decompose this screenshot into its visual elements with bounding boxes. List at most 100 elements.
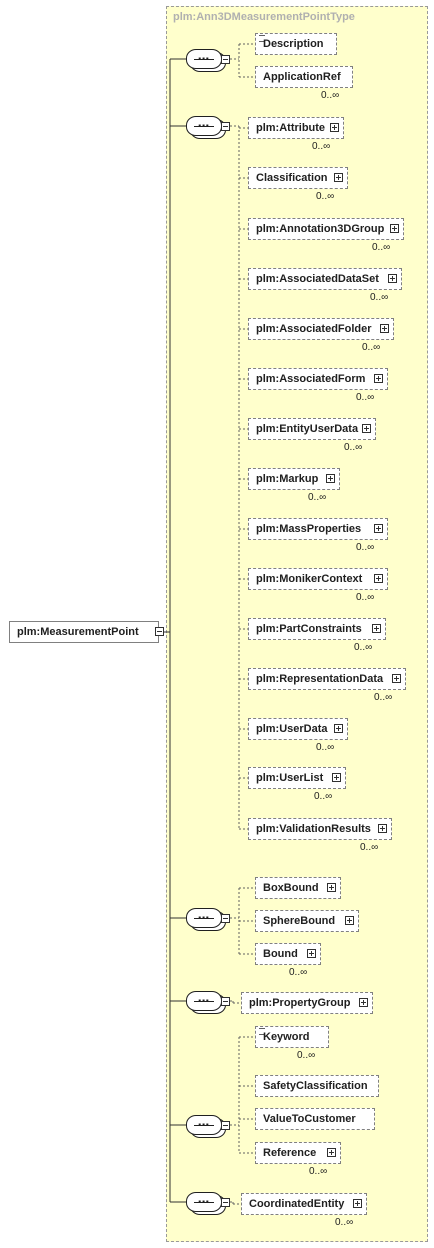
element-label: plm:RepresentationData xyxy=(256,673,384,685)
element-label: plm:ValidationResults xyxy=(256,823,371,835)
element-label: Keyword xyxy=(263,1031,310,1043)
element-label: plm:UserData xyxy=(256,723,328,735)
cardinality-label: 0..∞ xyxy=(297,1050,316,1061)
expand-icon[interactable] xyxy=(380,324,389,333)
element-description[interactable]: Description xyxy=(255,33,337,55)
complex-type-title: plm:Ann3DMeasurementPointType xyxy=(173,11,355,23)
cardinality-label: 0..∞ xyxy=(321,90,340,101)
expand-icon[interactable] xyxy=(330,123,339,132)
element-bound[interactable]: Bound xyxy=(255,943,324,968)
element-box-bound[interactable]: BoxBound xyxy=(255,877,341,899)
element-plm-associated-folder[interactable]: plm:AssociatedFolder xyxy=(248,318,397,343)
element-plm-associated-form[interactable]: plm:AssociatedForm xyxy=(248,368,391,393)
expand-icon[interactable] xyxy=(353,1199,362,1208)
element-plm-mass-properties[interactable]: plm:MassProperties xyxy=(248,518,391,543)
element-label: Description xyxy=(263,38,324,50)
documentation-icon xyxy=(259,35,265,42)
sequence-compositor[interactable]: ▪▪▪ xyxy=(186,908,222,928)
element-plm-validation-results[interactable]: plm:ValidationResults xyxy=(248,818,395,843)
element-plm-entity-user-data[interactable]: plm:EntityUserData xyxy=(248,418,379,443)
cardinality-label: 0..∞ xyxy=(360,842,379,853)
expand-icon[interactable] xyxy=(332,773,341,782)
element-label: plm:EntityUserData xyxy=(256,423,359,435)
element-plm-user-data[interactable]: plm:UserData xyxy=(248,718,351,743)
expand-icon[interactable] xyxy=(359,998,368,1007)
element-label: plm:PropertyGroup xyxy=(249,997,351,1009)
element-label: plm:MonikerContext xyxy=(256,573,363,585)
expand-icon[interactable] xyxy=(327,1148,336,1157)
cardinality-label: 0..∞ xyxy=(356,542,375,553)
element-classification[interactable]: Classification xyxy=(248,167,351,192)
sequence-compositor[interactable]: ▪▪▪ xyxy=(186,116,222,136)
root-element-label: plm:MeasurementPoint xyxy=(17,626,139,638)
expand-icon[interactable] xyxy=(307,949,316,958)
sequence-collapse-icon[interactable] xyxy=(221,122,230,131)
element-plm-associated-data-set[interactable]: plm:AssociatedDataSet xyxy=(248,268,405,293)
expand-icon[interactable] xyxy=(362,424,371,433)
element-plm-part-constraints[interactable]: plm:PartConstraints xyxy=(248,618,389,643)
expand-icon[interactable] xyxy=(334,724,343,733)
element-value-to-customer[interactable]: ValueToCustomer xyxy=(255,1108,375,1130)
element-label: plm:AssociatedForm xyxy=(256,373,366,385)
expand-icon[interactable] xyxy=(378,824,387,833)
expand-icon[interactable] xyxy=(390,224,399,233)
sequence-collapse-icon[interactable] xyxy=(221,914,230,923)
sequence-compositor[interactable]: ▪▪▪ xyxy=(186,1192,222,1212)
sequence-compositor[interactable]: ▪▪▪ xyxy=(186,991,222,1011)
cardinality-label: 0..∞ xyxy=(316,191,335,202)
expand-icon[interactable] xyxy=(374,574,383,583)
expand-icon[interactable] xyxy=(372,624,381,633)
expand-icon[interactable] xyxy=(326,474,335,483)
cardinality-label: 0..∞ xyxy=(312,141,331,152)
element-label: BoxBound xyxy=(263,882,319,894)
cardinality-label: 0..∞ xyxy=(335,1217,354,1228)
element-label: Reference xyxy=(263,1147,317,1159)
element-reference[interactable]: Reference xyxy=(255,1142,344,1167)
sequence-dots-icon: ▪▪▪ xyxy=(198,913,210,922)
cardinality-label: 0..∞ xyxy=(316,742,335,753)
sequence-dots-icon: ▪▪▪ xyxy=(198,121,210,130)
collapse-icon[interactable] xyxy=(155,627,164,636)
sequence-collapse-icon[interactable] xyxy=(221,55,230,64)
expand-icon[interactable] xyxy=(327,883,336,892)
sequence-compositor[interactable]: ▪▪▪ xyxy=(186,1115,222,1135)
cardinality-label: 0..∞ xyxy=(370,292,389,303)
cardinality-label: 0..∞ xyxy=(314,791,333,802)
sequence-collapse-icon[interactable] xyxy=(221,1121,230,1130)
root-element[interactable]: plm:MeasurementPoint xyxy=(9,621,164,643)
element-plm-markup[interactable]: plm:Markup xyxy=(248,468,343,493)
sequence-compositor[interactable]: ▪▪▪ xyxy=(186,49,222,69)
element-label: SafetyClassification xyxy=(263,1080,368,1092)
element-safety-classification[interactable]: SafetyClassification xyxy=(255,1075,379,1097)
element-sphere-bound[interactable]: SphereBound xyxy=(255,910,359,932)
element-plm-attribute[interactable]: plm:Attribute xyxy=(248,117,347,142)
element-label: ValueToCustomer xyxy=(263,1113,356,1125)
element-plm-annotation3-dgroup[interactable]: plm:Annotation3DGroup xyxy=(248,218,407,243)
element-plm-moniker-context[interactable]: plm:MonikerContext xyxy=(248,568,391,593)
cardinality-label: 0..∞ xyxy=(356,392,375,403)
element-label: CoordinatedEntity xyxy=(249,1198,345,1210)
element-label: plm:PartConstraints xyxy=(256,623,362,635)
expand-icon[interactable] xyxy=(388,274,397,283)
expand-icon[interactable] xyxy=(392,674,401,683)
element-keyword[interactable]: Keyword xyxy=(255,1026,332,1051)
element-plm-property-group[interactable]: plm:PropertyGroup xyxy=(241,992,373,1014)
element-application-ref[interactable]: ApplicationRef xyxy=(255,66,356,91)
expand-icon[interactable] xyxy=(334,173,343,182)
cardinality-label: 0..∞ xyxy=(308,492,327,503)
cardinality-label: 0..∞ xyxy=(362,342,381,353)
expand-icon[interactable] xyxy=(345,916,354,925)
sequence-collapse-icon[interactable] xyxy=(221,1198,230,1207)
element-plm-representation-data[interactable]: plm:RepresentationData xyxy=(248,668,409,693)
expand-icon[interactable] xyxy=(374,374,383,383)
element-coordinated-entity[interactable]: CoordinatedEntity xyxy=(241,1193,370,1218)
element-label: plm:UserList xyxy=(256,772,324,784)
element-label: plm:Markup xyxy=(256,473,319,485)
cardinality-label: 0..∞ xyxy=(289,967,308,978)
element-plm-user-list[interactable]: plm:UserList xyxy=(248,767,349,792)
sequence-collapse-icon[interactable] xyxy=(221,997,230,1006)
expand-icon[interactable] xyxy=(374,524,383,533)
element-label: plm:AssociatedFolder xyxy=(256,323,372,335)
